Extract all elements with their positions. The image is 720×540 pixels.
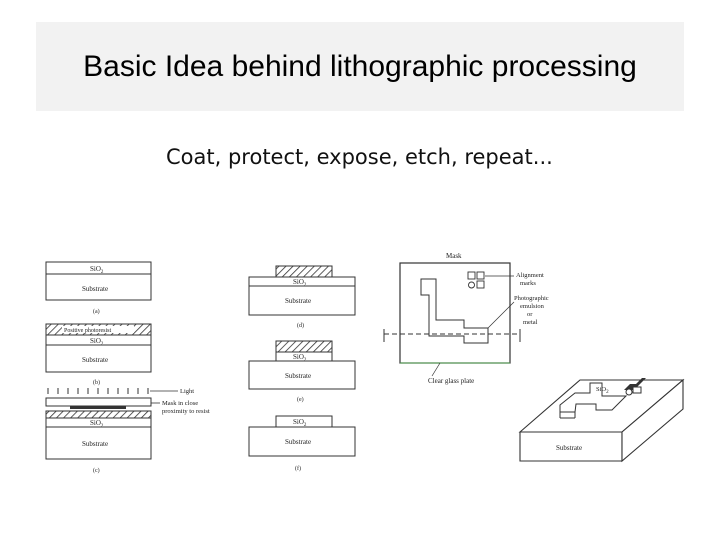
photoresist-layer xyxy=(45,410,152,419)
alignment-label-line1: Alignment xyxy=(516,272,544,279)
light-label: Light xyxy=(180,388,194,395)
photoresist-label: Positive photoresist xyxy=(64,328,112,334)
light-arrows xyxy=(47,388,149,394)
mask-frame xyxy=(399,262,511,364)
substrate-side-face xyxy=(621,378,684,463)
substrate-label: Substrate xyxy=(556,444,582,452)
substrate-layer xyxy=(45,273,152,301)
step-a: SiO2 Substrate (a) xyxy=(45,261,152,315)
step-label: (c) xyxy=(93,467,100,474)
photo-label-line3: or xyxy=(527,311,533,318)
photoresist-layer xyxy=(275,340,333,353)
substrate-label: Substrate xyxy=(82,440,108,448)
alignment-label-line2: marks xyxy=(520,280,536,287)
sio2-label: SiO2 xyxy=(90,265,104,275)
alignment-marks xyxy=(467,271,485,289)
substrate-label: Substrate xyxy=(82,285,108,293)
substrate-layer xyxy=(248,285,356,316)
photo-label-line4: metal xyxy=(523,319,538,326)
step-e: SiO2 Substrate (e) xyxy=(248,340,356,403)
alignment-marks-3d xyxy=(624,378,646,396)
substrate-label: Substrate xyxy=(285,297,311,305)
slide-subtitle: Coat, protect, expose, etch, repeat... xyxy=(166,145,553,169)
photo-label-line1: Photographic xyxy=(514,295,549,302)
slide-title: Basic Idea behind lithographic processin… xyxy=(83,50,637,83)
mask-top-view: Mask Alignment marks Photographic emulsi… xyxy=(383,252,549,385)
step-c: Light Mask in close proximity to resist … xyxy=(45,388,210,474)
mask-label-line2: proximity to resist xyxy=(162,408,210,415)
step-f: SiO2 Substrate (f) xyxy=(248,415,356,472)
step-b: Positive photoresist SiO2 Substrate (b) xyxy=(45,323,152,386)
substrate-label: Substrate xyxy=(285,372,311,380)
step-label: (e) xyxy=(297,396,304,403)
substrate-label: Substrate xyxy=(285,438,311,446)
substrate-layer xyxy=(248,360,356,390)
mask-plate xyxy=(45,397,152,407)
substrate-layer xyxy=(45,426,152,460)
mask-title: Mask xyxy=(446,252,462,260)
step-label: (d) xyxy=(297,322,304,329)
substrate-3d: Substrate SiO2 xyxy=(518,378,685,463)
substrate-layer xyxy=(248,426,356,457)
substrate-layer xyxy=(45,344,152,373)
sio2-structure xyxy=(559,382,628,413)
sio2-label: SiO2 xyxy=(293,418,307,428)
mask-pattern xyxy=(420,278,489,344)
step-d: SiO2 Substrate (d) xyxy=(248,265,356,329)
photoresist-layer xyxy=(275,265,333,278)
mask-label-line1: Mask in close xyxy=(162,400,198,407)
step-label: (a) xyxy=(93,308,100,315)
clear-glass-label: Clear glass plate xyxy=(428,377,474,385)
step-label: (b) xyxy=(93,379,100,386)
sio2-label: SiO2 xyxy=(596,386,609,395)
step-label: (f) xyxy=(295,465,301,472)
substrate-label: Substrate xyxy=(82,356,108,364)
photo-label-line2: emulsion xyxy=(520,303,545,310)
title-band: Basic Idea behind lithographic processin… xyxy=(36,22,684,111)
